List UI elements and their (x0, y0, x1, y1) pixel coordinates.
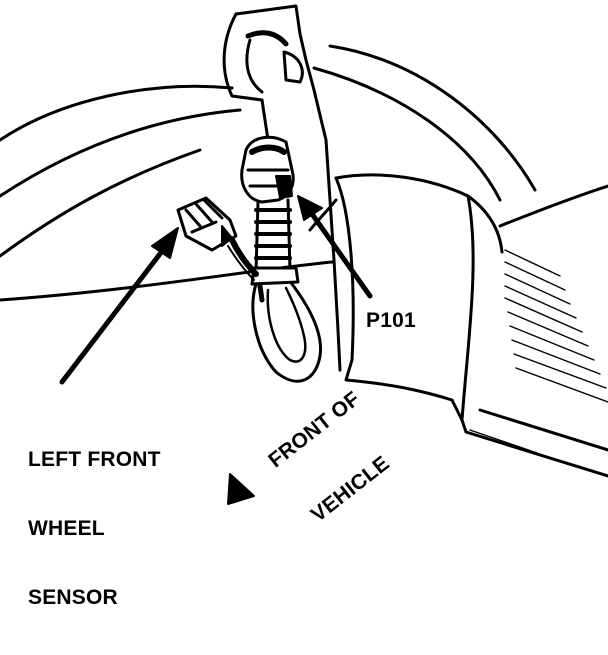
wheel-sensor-label-line-1: LEFT FRONT (28, 448, 161, 471)
wheel-sensor-connector (176, 196, 259, 281)
wire-harness (250, 198, 323, 383)
wheel-sensor-label-line-2: WHEEL (28, 517, 105, 540)
fender-hatching (469, 249, 608, 455)
fender-liner (0, 173, 608, 478)
connector-p101-body (240, 135, 295, 204)
wheel-sensor-label-line-3: SENSOR (28, 586, 118, 609)
arrow-to-sensor (59, 243, 169, 385)
arrow-to-p101 (309, 211, 373, 299)
wheel-well-illustration (0, 4, 608, 505)
strut-bracket (222, 4, 342, 372)
wheel-house-arcs (0, 44, 537, 258)
front-of-vehicle-arrow (227, 473, 255, 505)
callout-arrows (59, 195, 373, 505)
wheel-sensor-label: LEFT FRONT WHEEL SENSOR (28, 402, 161, 655)
diagram-canvas: P101 LEFT FRONT WHEEL SENSOR FRONT OF VE… (0, 4, 608, 609)
connector-label-p101: P101 (366, 309, 416, 332)
